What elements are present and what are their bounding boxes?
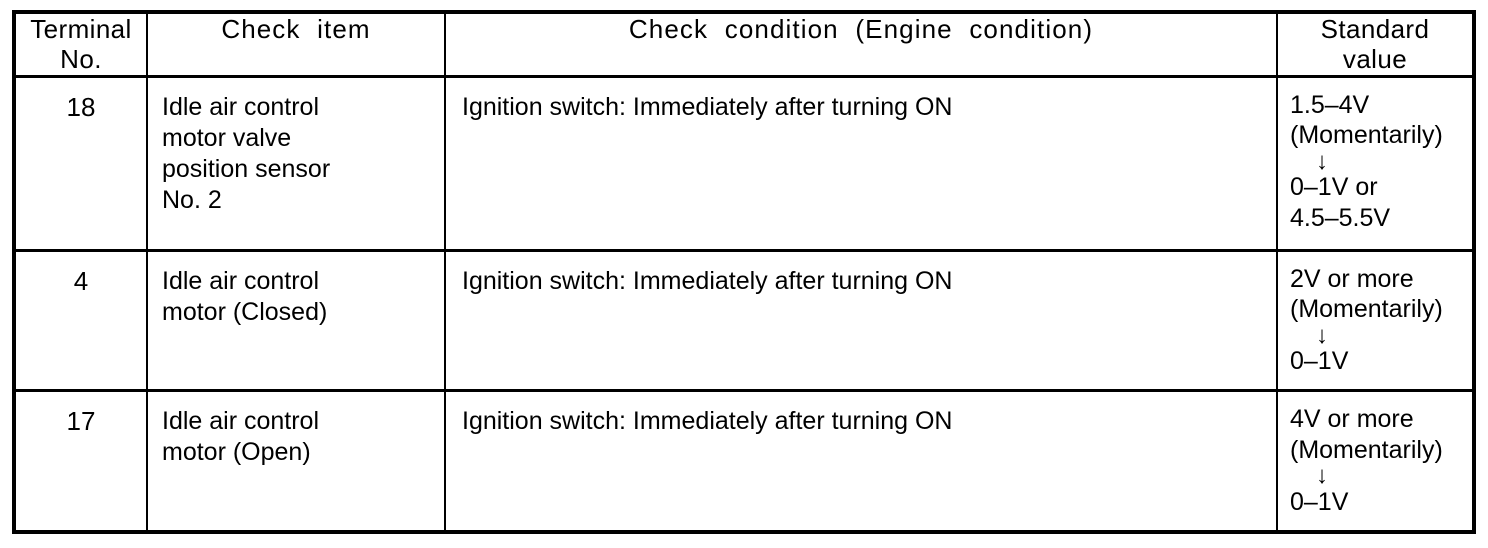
column-header-check-condition: Check condition (Engine condition) [445, 12, 1278, 78]
down-arrow-icon: ↓ [1316, 147, 1328, 175]
column-header-check-item: Check item [147, 12, 446, 78]
column-header-standard-value: Standard value [1277, 12, 1474, 78]
down-arrow-icon: ↓ [1316, 462, 1328, 490]
cell-standard-value: 1.5–4V (Momentarily) ↓ 0–1V or 4.5–5.5V [1277, 76, 1474, 252]
table-row: 18 Idle air control motor valve position… [14, 76, 1474, 252]
standard-value-before: 4V or more (Momentarily) [1290, 405, 1443, 464]
cell-terminal-no: 4 [14, 250, 148, 393]
cell-check-item: Idle air control motor (Open) [147, 390, 446, 532]
cell-standard-value: 4V or more (Momentarily) ↓ 0–1V [1277, 390, 1474, 532]
check-condition-value: Ignition switch: Immediately after turni… [462, 266, 953, 295]
check-condition-value: Ignition switch: Immediately after turni… [462, 92, 953, 121]
check-condition-value: Ignition switch: Immediately after turni… [462, 407, 953, 436]
terminal-no-value: 17 [66, 406, 96, 437]
table-header-row: Terminal No. Check item Check condition … [14, 12, 1474, 78]
column-header-check-item-label: Check item [221, 14, 371, 44]
standard-value-after: 0–1V [1290, 347, 1349, 376]
cell-standard-value: 2V or more (Momentarily) ↓ 0–1V [1277, 250, 1474, 393]
check-item-value: Idle air control motor valve position se… [162, 92, 331, 214]
column-header-terminal-no-line1: Terminal [30, 14, 132, 44]
cell-check-condition: Ignition switch: Immediately after turni… [445, 390, 1278, 532]
cell-terminal-no: 18 [14, 76, 148, 252]
column-header-standard-value-line2: value [1342, 44, 1408, 75]
cell-check-condition: Ignition switch: Immediately after turni… [445, 76, 1278, 252]
cell-check-condition: Ignition switch: Immediately after turni… [445, 250, 1278, 393]
standard-value-before: 2V or more (Momentarily) [1290, 264, 1443, 324]
terminal-check-table: Terminal No. Check item Check condition … [12, 10, 1476, 534]
cell-check-item: Idle air control motor valve position se… [147, 76, 446, 252]
table-body: 18 Idle air control motor valve position… [14, 76, 1474, 532]
column-header-check-condition-label: Check condition (Engine condition) [628, 14, 1094, 44]
check-item-value: Idle air control motor (Closed) [162, 266, 328, 326]
cell-terminal-no: 17 [14, 390, 148, 532]
cell-check-item: Idle air control motor (Closed) [147, 250, 446, 393]
column-header-terminal-no-line2: No. [60, 44, 102, 75]
check-item-value: Idle air control motor (Open) [162, 407, 320, 467]
standard-value-after: 0–1V or 4.5–5.5V [1290, 173, 1391, 232]
standard-value-before: 1.5–4V (Momentarily) [1290, 90, 1443, 150]
standard-value-after: 0–1V [1290, 487, 1349, 516]
table-row: 17 Idle air control motor (Open) Ignitio… [14, 390, 1474, 532]
column-header-standard-value-line1: Standard [1320, 14, 1430, 44]
down-arrow-icon: ↓ [1316, 321, 1328, 349]
column-header-terminal-no: Terminal No. [14, 12, 148, 78]
terminal-no-value: 18 [66, 91, 96, 122]
terminal-no-value: 4 [73, 265, 89, 296]
table-row: 4 Idle air control motor (Closed) Igniti… [14, 250, 1474, 393]
table-header: Terminal No. Check item Check condition … [14, 12, 1474, 78]
